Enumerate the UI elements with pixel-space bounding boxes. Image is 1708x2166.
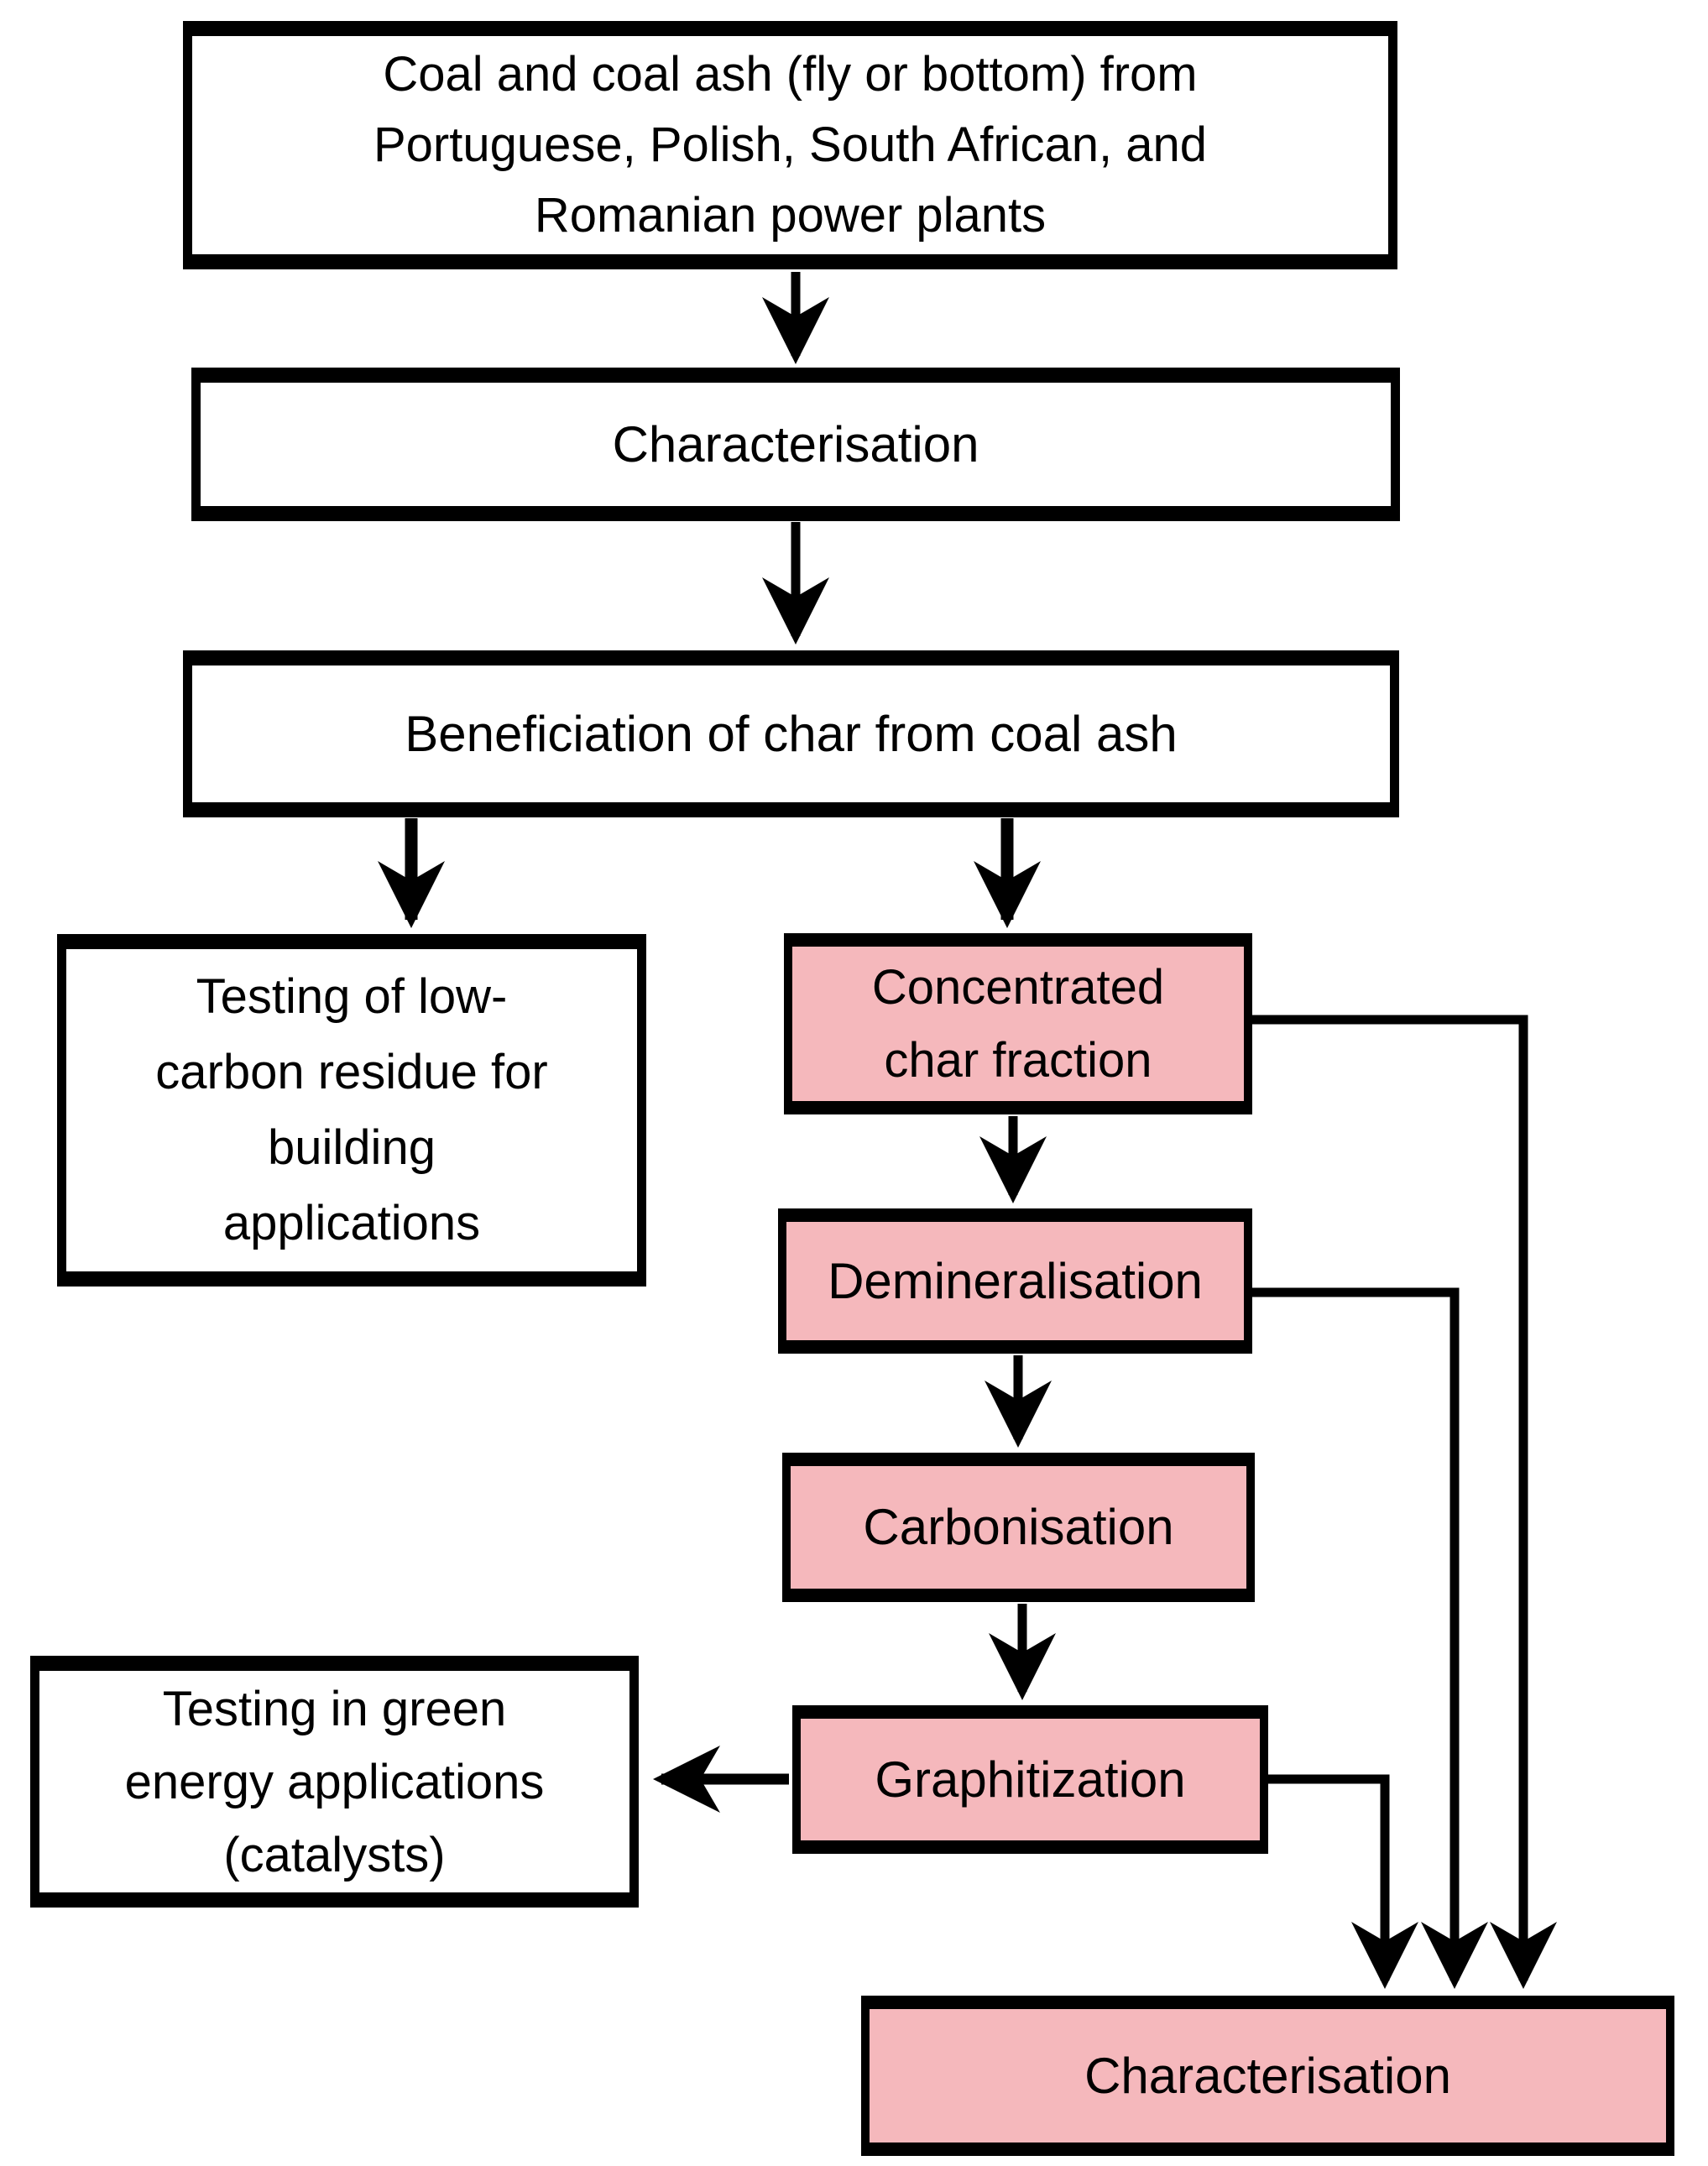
box-testing-building: Testing of low- carbon residue for build…: [57, 934, 646, 1287]
box-concentrated-char-fraction: Concentrated char fraction: [784, 933, 1252, 1114]
connector-concentrated-to-characterisation: [1246, 1015, 1557, 1989]
box-carbonisation: Carbonisation: [782, 1453, 1255, 1602]
box-testing-green-energy: Testing in green energy applications (ca…: [30, 1656, 639, 1908]
box-beneficiation: Beneficiation of char from coal ash: [183, 650, 1399, 817]
box-characterisation-bottom: Characterisation: [861, 1996, 1674, 2156]
box-characterisation-top: Characterisation: [191, 368, 1400, 521]
box-demineralisation: Demineralisation: [778, 1208, 1252, 1354]
connector-graphitization-to-characterisation: [1267, 1774, 1418, 1989]
box-coal-source: Coal and coal ash (fly or bottom) from P…: [183, 21, 1397, 269]
box-graphitization: Graphitization: [792, 1705, 1268, 1854]
connector-demineralisation-to-characterisation: [1251, 1287, 1488, 1989]
